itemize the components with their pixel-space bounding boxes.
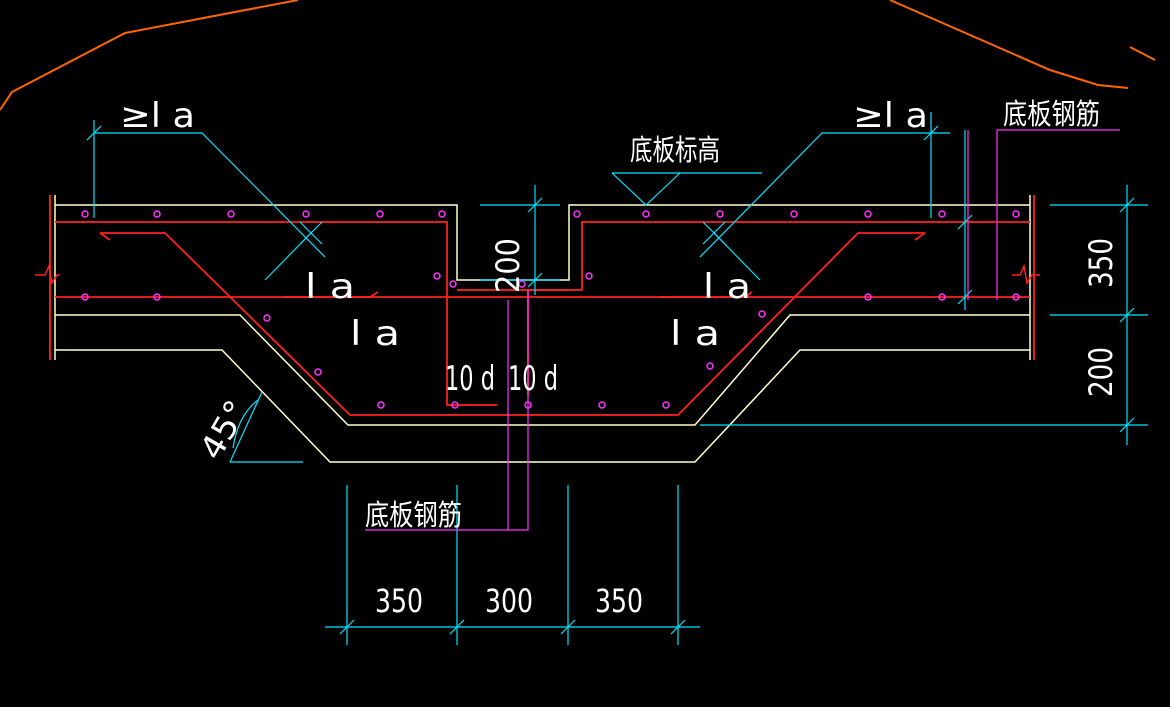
rebar-lines — [49, 195, 1035, 416]
boundary-left — [0, 0, 299, 111]
rebar-dot — [81, 293, 89, 301]
rebar-dot — [938, 293, 946, 301]
rebar-dot — [153, 210, 161, 218]
leader-rebar-bottom — [365, 290, 529, 531]
hook-right — [914, 232, 926, 241]
break-right — [1012, 263, 1040, 286]
rebar-dot — [864, 293, 872, 301]
label-la-lower-right: l a — [670, 314, 720, 354]
rebar-dot — [706, 362, 714, 370]
hook-left — [99, 232, 111, 241]
la-diag-left — [264, 232, 312, 281]
rebar-dot — [449, 280, 457, 288]
leader-lines — [365, 129, 1120, 531]
dim-tick — [527, 272, 543, 288]
rebar-dots — [81, 210, 1020, 409]
dim-tick — [527, 197, 543, 213]
boundary-right — [889, 0, 1129, 89]
rebar-dot — [518, 280, 526, 288]
cushion-bottom — [55, 349, 1030, 463]
label-dim-200-right: 200 — [1082, 347, 1120, 397]
dim-tick — [1119, 417, 1135, 433]
rebar-dot — [302, 210, 310, 218]
rebar-dot — [758, 310, 766, 318]
label-dim-350-bottom-left: 350 — [375, 582, 423, 620]
boundary-lines — [0, 0, 1156, 111]
label-dim-350-bottom-right: 350 — [595, 582, 643, 620]
rebar-dot — [642, 210, 650, 218]
top-rebar-right — [527, 221, 1030, 395]
labels: ≥l a ≥l a 底板标高 底板钢筋 底板钢筋 l a l a l a l a… — [120, 96, 1120, 620]
rebar-dot — [451, 401, 459, 409]
break-left — [35, 263, 60, 286]
label-dim-200-step: 200 — [489, 238, 527, 293]
rebar-dot — [573, 210, 581, 218]
label-dim-350-right: 350 — [1082, 238, 1120, 288]
boundary-corner — [1129, 46, 1156, 61]
rebar-dot — [438, 210, 446, 218]
dim-tick — [560, 619, 576, 635]
leader-rebar-top — [996, 129, 1120, 300]
label-la-lower-left: l a — [350, 314, 400, 354]
rebar-dot — [598, 401, 606, 409]
dim-tick — [1119, 197, 1135, 213]
la-diag-right — [713, 232, 761, 281]
label-10d-right: 10 d — [508, 359, 558, 399]
dim-tick — [670, 619, 686, 635]
dim-tick — [339, 619, 355, 635]
rebar-dot — [377, 401, 385, 409]
dim-tick — [957, 214, 973, 230]
label-la-upper-right: l a — [703, 267, 751, 307]
rebar-dot — [864, 210, 872, 218]
label-dim-300-bottom: 300 — [485, 582, 533, 620]
label-ge-la-left: ≥l a — [120, 96, 195, 136]
label-45-degree: 45° — [192, 393, 256, 466]
top-rebar-left — [55, 221, 497, 406]
rebar-dot — [1012, 210, 1020, 218]
rebar-dot — [433, 272, 441, 280]
dim-tick — [957, 289, 973, 305]
rebar-dot — [716, 210, 724, 218]
rebar-dot — [153, 293, 161, 301]
la-marker-right — [660, 291, 753, 298]
rebar-dot — [263, 314, 271, 322]
rebar-dot — [314, 368, 322, 376]
label-10d-left: 10 d — [445, 359, 495, 399]
elevation-triangle — [611, 172, 681, 206]
cushion-top — [55, 314, 1030, 426]
rebar-dot — [1012, 293, 1020, 301]
rebar-dot — [662, 401, 670, 409]
dim-tick — [1119, 307, 1135, 323]
label-slab-elevation: 底板标高 — [630, 133, 720, 167]
rebar-dot — [81, 210, 89, 218]
la-marker-left — [283, 291, 379, 298]
leader-ge-la-left — [94, 132, 326, 258]
angle-arc — [232, 399, 259, 449]
dim-tick — [449, 619, 465, 635]
rebar-dot — [790, 210, 798, 218]
rebar-dot — [376, 210, 384, 218]
diag-rebar-left — [100, 232, 925, 416]
leader-ge-la-right — [699, 132, 950, 258]
concrete-outline — [54, 195, 1031, 463]
label-ge-la-right: ≥l a — [853, 96, 928, 136]
label-slab-rebar-bottom: 底板钢筋 — [365, 498, 462, 532]
rebar-dot — [938, 210, 946, 218]
label-la-upper-left: l a — [305, 267, 355, 307]
dimension-lines — [86, 112, 1148, 645]
dim-tick — [86, 125, 102, 141]
dim-tick — [923, 125, 939, 141]
rebar-dot — [585, 272, 593, 280]
rebar-dot — [227, 210, 235, 218]
label-slab-rebar-top: 底板钢筋 — [1003, 97, 1100, 131]
angle-slope — [229, 391, 263, 463]
